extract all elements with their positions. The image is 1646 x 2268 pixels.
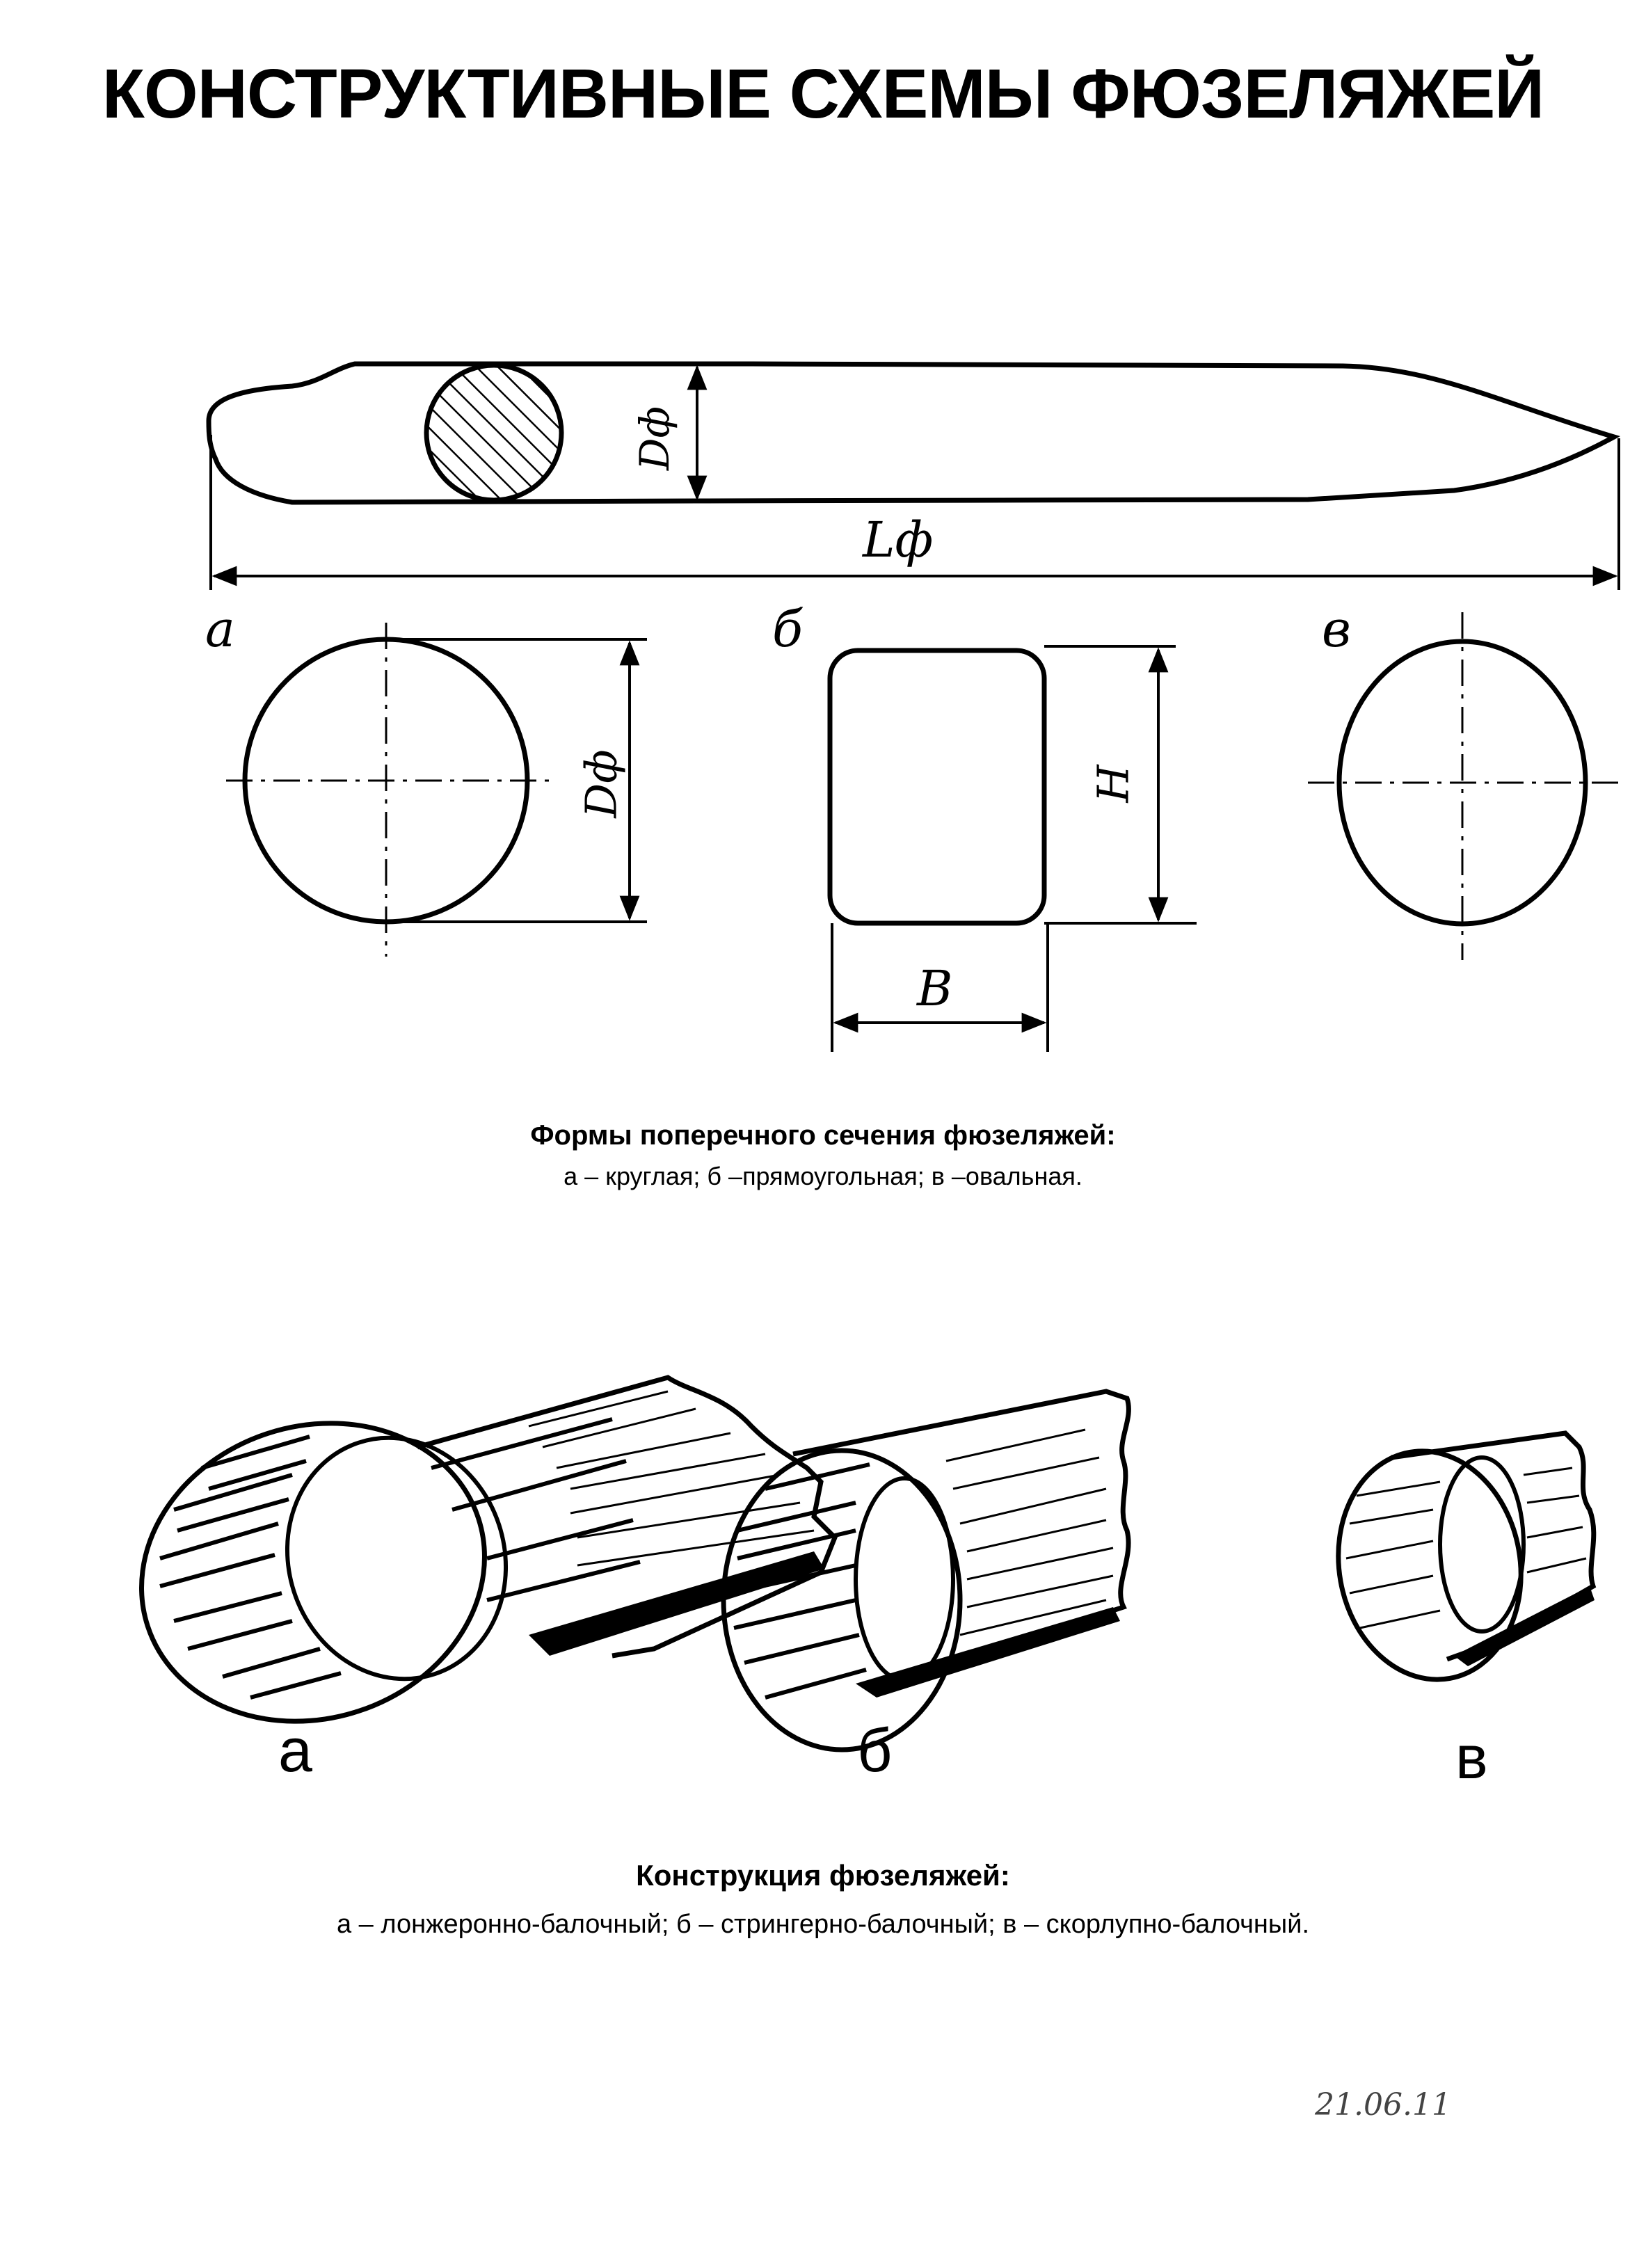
- construction-shell-beam: [1336, 1430, 1597, 1682]
- length-dimension-line: [209, 435, 1620, 590]
- section-v-letter: в: [1322, 600, 1351, 658]
- cross-section-caption-text: а – круглая; б –прямоугольная; в –овальн…: [564, 1162, 1082, 1190]
- fuselage-section-circle: [424, 362, 564, 503]
- section-b-letter: б: [772, 600, 803, 658]
- construction-a-letter: а: [278, 1716, 312, 1784]
- construction-spar-beam: [139, 1375, 838, 1724]
- cross-section-caption-title: Формы поперечного сечения фюзеляжей:: [530, 1120, 1116, 1151]
- construction-caption-text: а – лонжеронно-балочный; б – стрингерно-…: [336, 1910, 1310, 1939]
- top-length-label: Lф: [863, 511, 934, 568]
- fuselage-side-view: [206, 361, 1620, 505]
- page-title: КОНСТРУКТИВНЫЕ СХЕМЫ ФЮЗЕЛЯЖЕЙ: [102, 55, 1544, 133]
- section-b-height-label: H: [1087, 765, 1139, 803]
- section-rectangular: [827, 645, 1197, 1052]
- section-oval: [1308, 612, 1624, 960]
- section-a-letter: а: [205, 600, 235, 658]
- signature: 21.06.11: [1315, 2087, 1451, 2123]
- construction-caption-title: Конструкция фюзеляжей:: [636, 1859, 1010, 1892]
- section-b-width-label: B: [917, 960, 953, 1017]
- construction-b-letter: б: [857, 1716, 893, 1784]
- construction-v-letter: в: [1455, 1723, 1488, 1791]
- section-a-diameter-label: Dф: [575, 749, 627, 818]
- top-diameter-label: Dф: [630, 406, 678, 470]
- construction-stringer-beam: [721, 1389, 1131, 1752]
- section-round: [226, 623, 647, 957]
